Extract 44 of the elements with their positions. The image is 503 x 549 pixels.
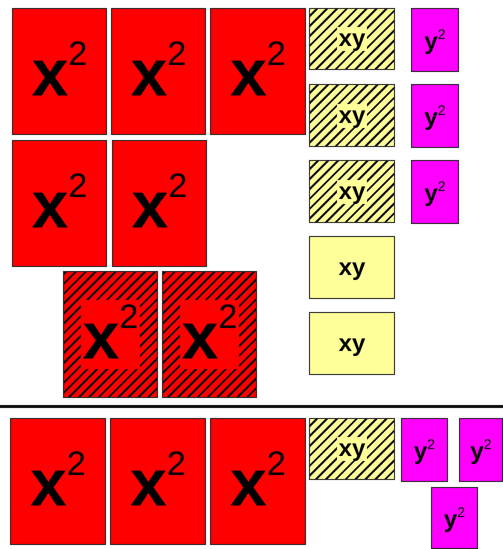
x-squared-tile [12, 8, 107, 135]
x-squared-tile [111, 8, 206, 135]
tile-label: x$^{2}$ [180, 300, 240, 369]
tile-label: x$^{2}$ [130, 447, 186, 516]
x-squared-tile [63, 271, 158, 398]
y-squared-tile [411, 84, 459, 148]
tile-label: y$^{2}$ [424, 178, 446, 206]
tile-label: y$^{2}$ [414, 436, 436, 464]
xy-tile [309, 8, 395, 70]
x-squared-tile [12, 140, 107, 267]
tile-label: x$^{2}$ [230, 37, 286, 106]
tile-label: x$^{2}$ [132, 169, 188, 238]
tile-label: xy [338, 256, 366, 280]
xy-tile [309, 312, 395, 375]
tile-label: y$^{2}$ [470, 436, 492, 464]
xy-tile [309, 160, 395, 223]
x-squared-tile [210, 8, 306, 135]
tile-label: x$^{2}$ [32, 169, 88, 238]
tile-label: y$^{2}$ [444, 504, 466, 532]
tile-label: x$^{2}$ [230, 447, 286, 516]
tile-label: y$^{2}$ [424, 26, 446, 54]
tile-label: x$^{2}$ [80, 300, 140, 369]
tile-label: xy [336, 180, 368, 204]
x-squared-tile [110, 418, 206, 545]
y-squared-tile [431, 487, 478, 549]
y-squared-tile [401, 418, 448, 482]
x-squared-tile [210, 418, 306, 545]
xy-tile [309, 84, 395, 147]
y-squared-tile [411, 8, 459, 72]
tile-label: xy [336, 437, 368, 461]
y-squared-tile [459, 418, 503, 482]
x-squared-tile [10, 418, 106, 545]
tile-label: x$^{2}$ [130, 37, 186, 106]
tile-label: xy [336, 104, 368, 128]
tile-label: y$^{2}$ [424, 102, 446, 130]
tile-label: x$^{2}$ [32, 37, 88, 106]
y-squared-tile [411, 160, 459, 224]
x-squared-tile [162, 271, 257, 398]
tile-label: xy [336, 27, 368, 51]
x-squared-tile [112, 140, 207, 267]
tile-label: x$^{2}$ [30, 447, 86, 516]
xy-tile [309, 418, 395, 480]
tile-label: xy [338, 332, 366, 356]
xy-tile [309, 236, 395, 299]
